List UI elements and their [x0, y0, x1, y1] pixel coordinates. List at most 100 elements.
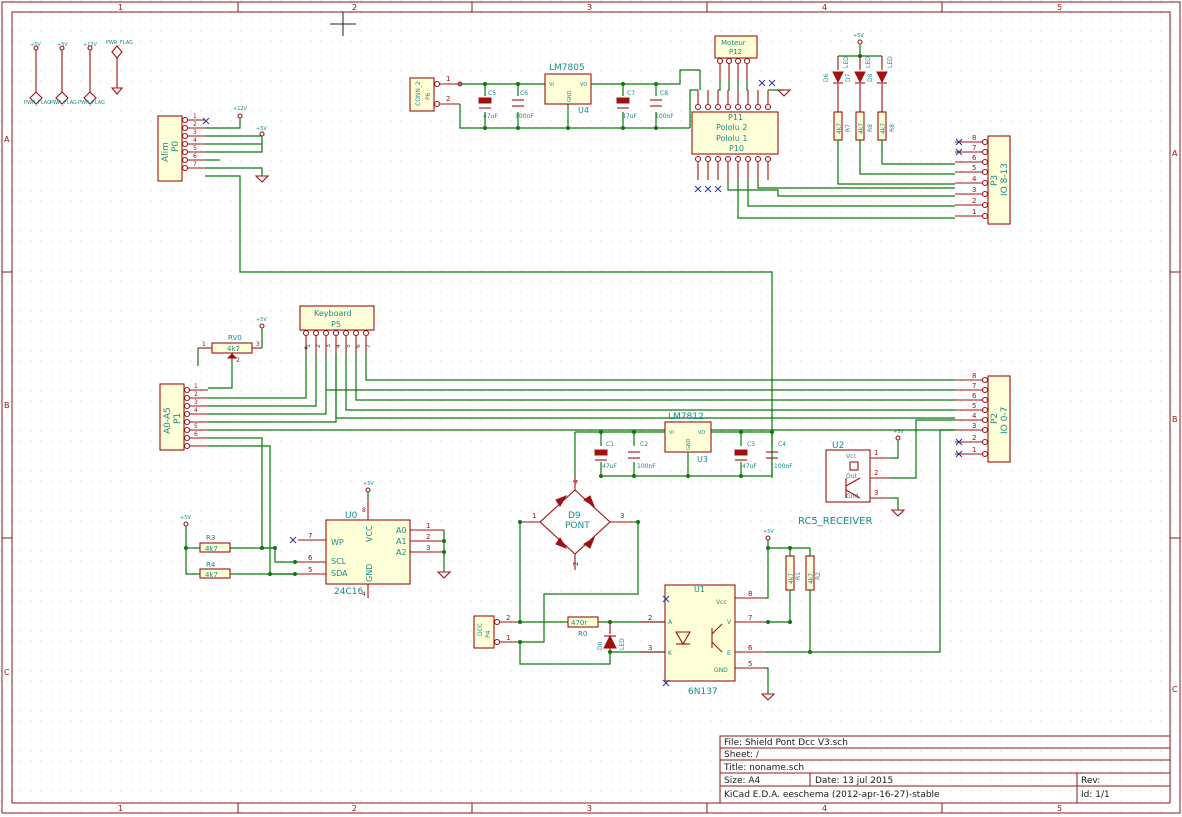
- keyboard-pin-5: 5: [345, 344, 352, 348]
- eeprom-wires: +5V +5V R3 4k7 R4 4k7: [180, 481, 452, 579]
- title-file: File: Shield Pont Dcc V3.sch: [724, 738, 848, 748]
- lm7805-ref: U4: [578, 106, 589, 115]
- eeprom-a1: A1: [396, 537, 407, 546]
- col-label-4: 4: [822, 3, 827, 12]
- eeprom-sda: SDA: [331, 569, 348, 578]
- lm7805-vo: VO: [580, 82, 587, 88]
- opto-k: K: [668, 650, 673, 657]
- r7-ref: R7: [845, 124, 852, 132]
- eeprom-pin-7: 7: [308, 532, 312, 540]
- row-label-c: C: [4, 668, 10, 677]
- c4-value: 100nF: [774, 463, 793, 470]
- pwr-label-1: +5V: [30, 42, 41, 48]
- title-name: Title: noname.sch: [723, 763, 804, 773]
- u2-gnd: Gnd: [846, 493, 858, 500]
- opto-ref: U1: [694, 585, 705, 594]
- rv0-potentiometer[interactable]: RV0 4k7 1 2 3: [198, 334, 262, 364]
- pwr-label-2: +5V: [57, 42, 68, 48]
- conn2-connector[interactable]: CONN_2 P6 1 2: [409, 75, 460, 112]
- conn2-ref: P6: [425, 92, 432, 100]
- eeprom-pin-3: 3: [426, 544, 430, 552]
- eeprom-a0: A0: [396, 526, 407, 535]
- io07-value: IO 0-7: [1000, 407, 1010, 434]
- eeprom-pin-8: 8: [362, 507, 366, 514]
- io-0-7-connector[interactable]: IO 0-7 P2 8 7 6 5 4 3 2 1: [955, 372, 1011, 463]
- io07-ref: P2: [990, 413, 1000, 424]
- a0a5-value: A0-A5: [163, 407, 173, 434]
- c5-ref: C5: [488, 90, 496, 97]
- r4-value: 4k7: [205, 571, 218, 579]
- title-block: File: Shield Pont Dcc V3.sch Sheet: / Ti…: [719, 735, 1171, 804]
- c7-value: 47uF: [622, 113, 637, 120]
- col-label-4b: 4: [822, 804, 827, 813]
- io07-pin-8: 8: [972, 372, 976, 380]
- bridge-pin-4: 4: [572, 479, 580, 484]
- lm7812-name: LM7812: [668, 412, 704, 422]
- io-8-13-connector[interactable]: IO 8-13 P3 8 7 6 5 4 3 2 1: [955, 134, 1011, 225]
- d0-value: LED: [619, 638, 626, 650]
- pololu-line2: Pololu 2: [716, 123, 747, 132]
- c6-ref: C6: [520, 90, 528, 97]
- col-label-2b: 2: [352, 804, 357, 813]
- lm7805-regulator[interactable]: LM7805 U4 VI VO GND: [544, 63, 592, 115]
- dcc-value: DCC: [477, 623, 484, 636]
- rv0-vcc: +5V: [256, 317, 267, 323]
- bridge-rectifier[interactable]: D9 PONT 4 2 1 3: [520, 476, 638, 570]
- io813-pin-5: 5: [972, 164, 976, 172]
- optocoupler-6n137[interactable]: U1 6N137 Vcc V E GND A K 8 7 6 5 2 3: [640, 584, 765, 697]
- opto-e: E: [727, 650, 731, 657]
- title-id: Id: 1/1: [1081, 790, 1110, 800]
- keyboard-connector[interactable]: Keyboard P5 1 2 3 4 5 6 7: [299, 305, 375, 354]
- rv0-pin-2: 2: [236, 357, 240, 364]
- lm7812-vi: VI: [669, 430, 674, 436]
- col-label-1: 1: [118, 3, 123, 12]
- rv0-pin-3: 3: [256, 341, 260, 348]
- col-label-2: 2: [352, 3, 357, 12]
- r3-ref: R3: [206, 534, 215, 542]
- bridge-pin-3: 3: [620, 512, 624, 520]
- c8-ref: C8: [660, 90, 668, 97]
- alim-value: Alim: [161, 142, 171, 162]
- pololu-ref: P11: [728, 113, 743, 122]
- eeprom-pin-4: 4: [362, 591, 366, 598]
- a0-a5-connector[interactable]: A0-A5 P1 1 2 3 4 5 6: [159, 383, 208, 451]
- row-label-a: A: [4, 135, 10, 144]
- c6-value: 100nF: [515, 113, 534, 120]
- col-label-1b: 1: [118, 804, 123, 813]
- lm7812-regulator[interactable]: LM7812 U3 VI VO GND: [664, 412, 712, 464]
- eeprom-pin-2: 2: [426, 533, 430, 541]
- eeprom-wp: WP: [331, 538, 344, 547]
- io813-pin-8: 8: [972, 134, 976, 142]
- alim-pin-3: 3: [193, 129, 197, 136]
- io07-pin-3: 3: [972, 422, 976, 430]
- r1-ref: R1: [795, 572, 802, 580]
- moteur-connector[interactable]: Moteur P12: [714, 35, 758, 80]
- top-capacitors: C5 47uF C6 100nF C7 47uF C8 100nF: [478, 90, 674, 120]
- alim-connector[interactable]: Alim P0 1 2 3 4 5 6 7: [157, 113, 205, 182]
- col-label-3b: 3: [587, 804, 592, 813]
- opto-pin-6: 6: [748, 644, 753, 652]
- bridge-pin-1: 1: [532, 512, 536, 520]
- lm7805-gnd: GND: [567, 90, 573, 102]
- eeprom-pin-6: 6: [308, 554, 313, 562]
- c1-ref: C1: [606, 441, 614, 448]
- dcc-connector[interactable]: DCC P4 2 1: [473, 614, 520, 649]
- io813-pin-7: 7: [972, 144, 976, 152]
- rc5-receiver[interactable]: U2 Vcc Out Gnd 1 2 3 RC5_RECEIVER: [798, 441, 890, 527]
- lm7805-vi: VI: [549, 82, 554, 88]
- r8a-value: 4k7: [858, 123, 865, 134]
- keyboard-pin-2: 2: [315, 344, 322, 348]
- pololu-connector[interactable]: P11 Pololu 2 Pololu 1 P10: [691, 79, 779, 193]
- moteur-value: Moteur: [721, 39, 746, 47]
- conn2-value: CONN_2: [415, 81, 422, 106]
- opto-pin-5: 5: [748, 660, 752, 668]
- eeprom-24c16[interactable]: U0 24C16 WP SCL SDA VCC GND A0 A1 A2 7 6…: [289, 500, 444, 598]
- eeprom-pin-5: 5: [308, 566, 312, 574]
- row-label-b-r: B: [1172, 415, 1178, 424]
- r7-value: 4k7: [836, 123, 843, 134]
- alim-vcc-label: +12V: [233, 106, 248, 112]
- c2-value: 100nF: [637, 463, 656, 470]
- opto-a: A: [668, 619, 673, 626]
- bridge-pin-2: 2: [572, 562, 580, 566]
- title-kicad: KiCad E.D.A. eeschema (2012-apr-16-27)-s…: [724, 790, 940, 800]
